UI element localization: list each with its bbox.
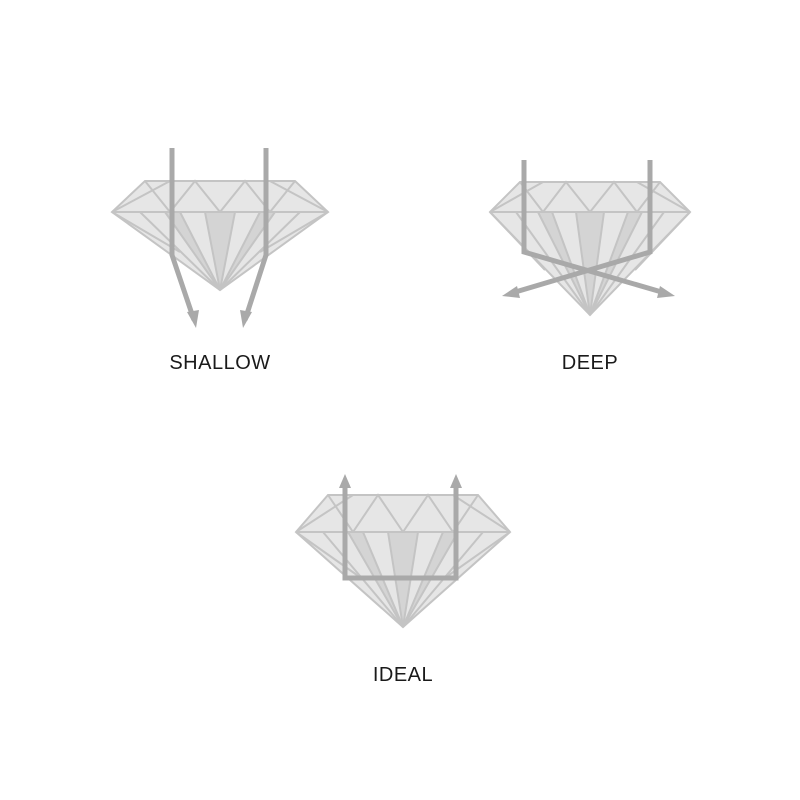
shallow-diamond-figure: [110, 148, 330, 328]
light-ray-arrow: [342, 484, 459, 581]
light-ray-arrow: [511, 160, 666, 296]
deep-diamond-figure: [488, 160, 692, 317]
diagram-deep: [488, 150, 700, 330]
diamond-icon: [294, 493, 512, 629]
diamond-icon: [110, 179, 330, 292]
shallow-label: SHALLOW: [169, 352, 271, 374]
deep-label: DEEP: [561, 352, 619, 374]
diagram-ideal: [290, 470, 520, 640]
light-ray-arrow: [169, 148, 269, 321]
diagram-shallow: [110, 140, 340, 340]
ideal-diamond-figure: [294, 474, 512, 629]
ideal-label: IDEAL: [372, 664, 434, 686]
